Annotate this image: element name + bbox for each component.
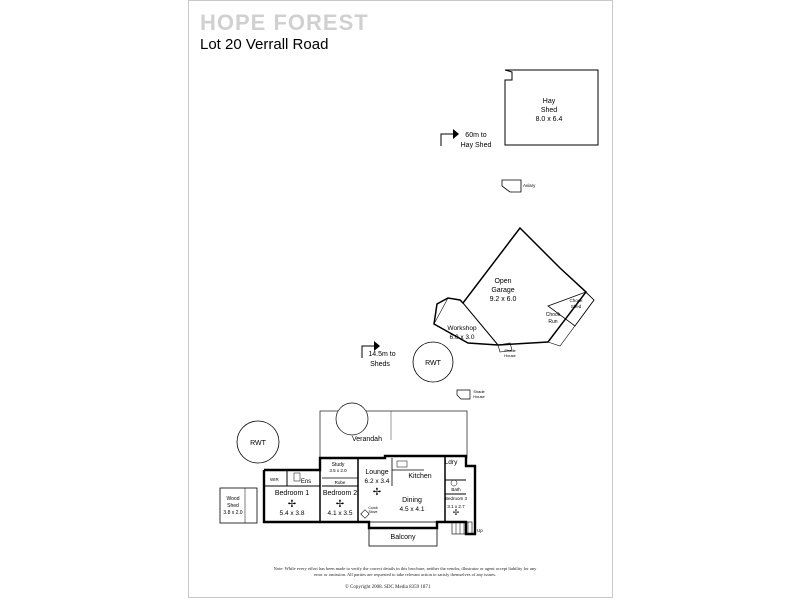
shade-house-garage: Shade House	[497, 342, 517, 358]
bedroom1-name: Bedroom 1	[275, 490, 309, 497]
sheds-distance: 14.5m to	[368, 351, 395, 358]
verandah-tank	[335, 402, 369, 436]
sheds-pointer: 14.5m to Sheds	[361, 341, 396, 368]
disclaimer-note: Note: While every effort has been made t…	[273, 566, 537, 577]
property-address: Lot 20 Verrall Road	[200, 36, 329, 53]
bedroom3-size: 3.1 x 2.7	[447, 504, 465, 509]
chook-run-line1: Chook	[546, 312, 561, 318]
copyright-text: © Copyright 2008. SDC Media 8359 1871	[345, 585, 431, 590]
dining-name: Dining	[402, 497, 422, 504]
rwt-house: RWT	[236, 420, 280, 464]
balcony	[368, 521, 438, 547]
svg-text:✢: ✢	[336, 499, 344, 510]
garage-size: 9.2 x 6.0	[490, 296, 517, 303]
wood-shed-size: 3.8 x 2.0	[223, 510, 242, 516]
study-size: 3.5 x 2.0	[329, 468, 347, 473]
ceiling-fan-icon: ✢	[373, 487, 381, 498]
chook-area: Chook Shed Chook Run	[546, 267, 595, 347]
property-title: HOPE FOREST	[200, 10, 369, 35]
dining-size: 4.5 x 4.1	[400, 506, 425, 513]
shade-house-2: Shade House	[456, 389, 486, 400]
shade-house-1-line2: House	[504, 353, 516, 358]
garage-name2: Garage	[491, 287, 514, 294]
shade-house-2-line2: House	[473, 394, 485, 399]
shade-house-1-line1: Shade	[504, 348, 516, 353]
chook-run-line2: Run	[548, 319, 557, 325]
ceiling-fan-icon: ✢	[288, 499, 296, 510]
wood-shed-name: Wood	[227, 496, 240, 502]
verandah-label: Verandah	[352, 436, 382, 443]
garage-name: Open	[494, 278, 511, 285]
wood-shed-name2: Shed	[227, 503, 239, 509]
ceiling-fan-icon: ✢	[453, 508, 460, 517]
ens-label: Ens	[301, 479, 311, 485]
balcony-label: Balcony	[391, 534, 416, 541]
hay-shed-name: Hay	[543, 98, 556, 105]
workshop-size: 6.0 x 3.0	[450, 334, 475, 341]
arrow-right-icon	[374, 341, 380, 351]
rwt-sheds-label: RWT	[425, 360, 442, 367]
stairs: Up	[451, 521, 483, 535]
hay-shed-distance-label: Hay Shed	[461, 142, 492, 149]
kitchen-label: Kitchen	[408, 473, 431, 480]
ldry-label: Ldry	[445, 459, 458, 466]
bedroom3-name: Bedroom 3	[445, 496, 468, 501]
aviary: Aviary	[501, 179, 536, 193]
aviary-label: Aviary	[523, 183, 536, 188]
arrow-right-icon	[453, 129, 459, 139]
bedroom2-name: Bedroom 2	[323, 490, 357, 497]
rwt-house-label: RWT	[250, 440, 267, 447]
hay-shed-distance: 60m to	[465, 132, 487, 139]
wir-label: WIR	[270, 477, 279, 482]
chook-shed-line1: Chook	[569, 298, 583, 303]
hay-shed-size: 8.0 x 6.4	[536, 116, 563, 123]
svg-text:✢: ✢	[453, 508, 460, 517]
wood-shed: Wood Shed 3.8 x 2.0	[219, 487, 258, 524]
robe-label: Robe	[335, 480, 346, 485]
up-label: Up	[477, 528, 483, 533]
ceiling-fan-icon: ✢	[336, 499, 344, 510]
lounge-size: 6.2 x 3.4	[365, 478, 390, 485]
svg-text:✢: ✢	[288, 499, 296, 510]
shade-house-2-line1: Shade	[473, 389, 485, 394]
comb-stove-line1: Comb	[368, 506, 377, 510]
comb-stove: Comb Stove	[360, 506, 378, 519]
chook-shed-line2: Shed	[571, 304, 582, 309]
house: Verandah ✢ ✢ ✢ ✢ WIR Ens	[262, 402, 483, 547]
bath-label: Bath	[451, 487, 461, 492]
hay-shed-name2: Shed	[541, 107, 557, 114]
sheds-distance-label: Sheds	[370, 361, 390, 368]
hay-shed-pointer: 60m to Hay Shed	[440, 129, 492, 149]
lounge-name: Lounge	[365, 469, 388, 476]
svg-text:✢: ✢	[373, 487, 381, 498]
rwt-sheds: RWT	[412, 341, 454, 383]
study-name: Study	[332, 462, 345, 468]
comb-stove-line2: Stove	[369, 510, 378, 514]
bedroom1-size: 5.4 x 3.8	[280, 510, 305, 517]
garage-workshop: Open Garage 9.2 x 6.0 Workshop 6.0 x 3.0	[433, 226, 588, 346]
bedroom2-size: 4.1 x 3.5	[328, 510, 353, 517]
hay-shed: Hay Shed 8.0 x 6.4	[504, 69, 599, 146]
workshop-name: Workshop	[447, 325, 477, 332]
